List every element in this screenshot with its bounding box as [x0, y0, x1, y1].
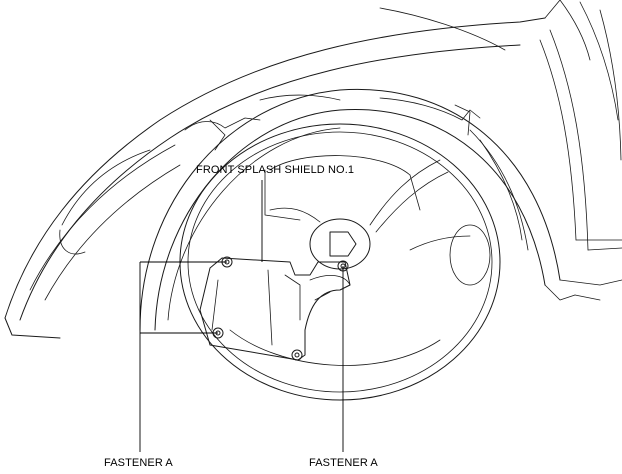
front-splash-shield-label: FRONT SPLASH SHIELD NO.1 — [196, 164, 355, 176]
fastener-points — [212, 256, 349, 361]
splash-shield-part — [199, 257, 351, 361]
leader-lines — [139, 180, 344, 452]
fastener-a-right-label: FASTENER A — [309, 457, 378, 469]
wheel-arch-liner — [139, 88, 622, 331]
wheel-assembly — [179, 104, 501, 401]
fastener-a-left-label: FASTENER A — [104, 457, 173, 469]
fender-outline — [4, 0, 622, 339]
